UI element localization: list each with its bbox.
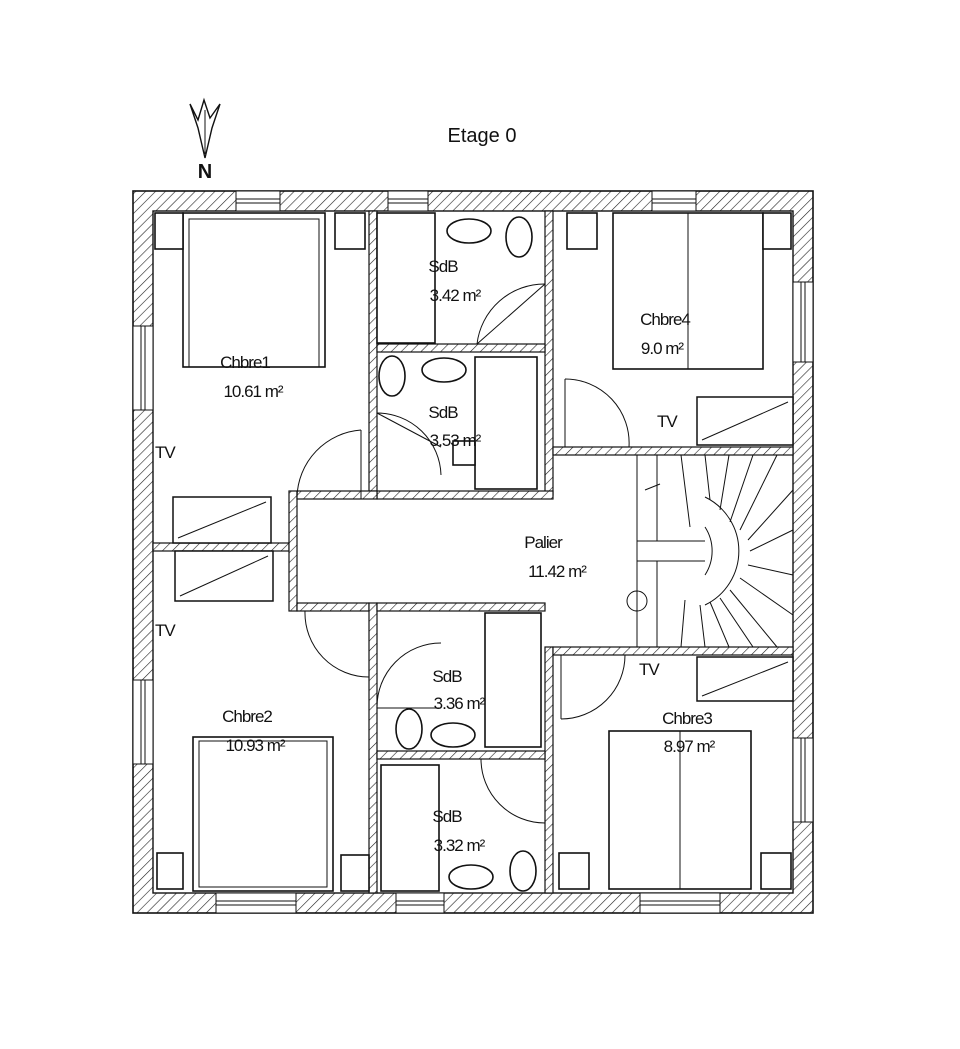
tv-labels: TV TV TV TV <box>155 412 679 679</box>
windows <box>132 190 814 914</box>
room-area: 9.0 m² <box>641 339 685 358</box>
room-name: SdB <box>432 807 462 826</box>
room-labels: Chbre1 10.61 m² SdB 3.42 m² Chbre4 9.0 m… <box>220 257 717 855</box>
room-area: 10.61 m² <box>223 382 283 401</box>
room-name: Chbre4 <box>640 310 690 329</box>
tv-label: TV <box>639 660 660 679</box>
bathroom-fixtures <box>376 212 542 892</box>
staircase <box>626 454 794 648</box>
tv-label: TV <box>155 443 176 462</box>
room-area: 3.36 m² <box>434 694 486 713</box>
furniture <box>154 212 792 892</box>
north-label: N <box>198 161 212 183</box>
room-area: 10.93 m² <box>225 736 285 755</box>
plan-title: Etage 0 <box>448 125 517 147</box>
room-name: Palier <box>524 533 563 552</box>
tv-label: TV <box>155 621 176 640</box>
room-name: SdB <box>432 667 462 686</box>
room-name: Chbre1 <box>220 353 270 372</box>
room-name: SdB <box>428 257 458 276</box>
room-name: Chbre2 <box>222 707 272 726</box>
tv-label: TV <box>657 412 678 431</box>
room-area: 3.32 m² <box>434 836 486 855</box>
room-name: SdB <box>428 403 458 422</box>
room-area: 3.53 m² <box>430 431 482 450</box>
tv-units <box>172 396 794 702</box>
north-arrow-icon <box>189 97 221 159</box>
interior-walls <box>152 210 794 894</box>
room-name: Chbre3 <box>662 709 712 728</box>
room-area: 11.42 m² <box>528 562 587 581</box>
doors <box>296 283 630 824</box>
room-area: 3.42 m² <box>430 286 482 305</box>
room-area: 8.97 m² <box>664 737 716 756</box>
